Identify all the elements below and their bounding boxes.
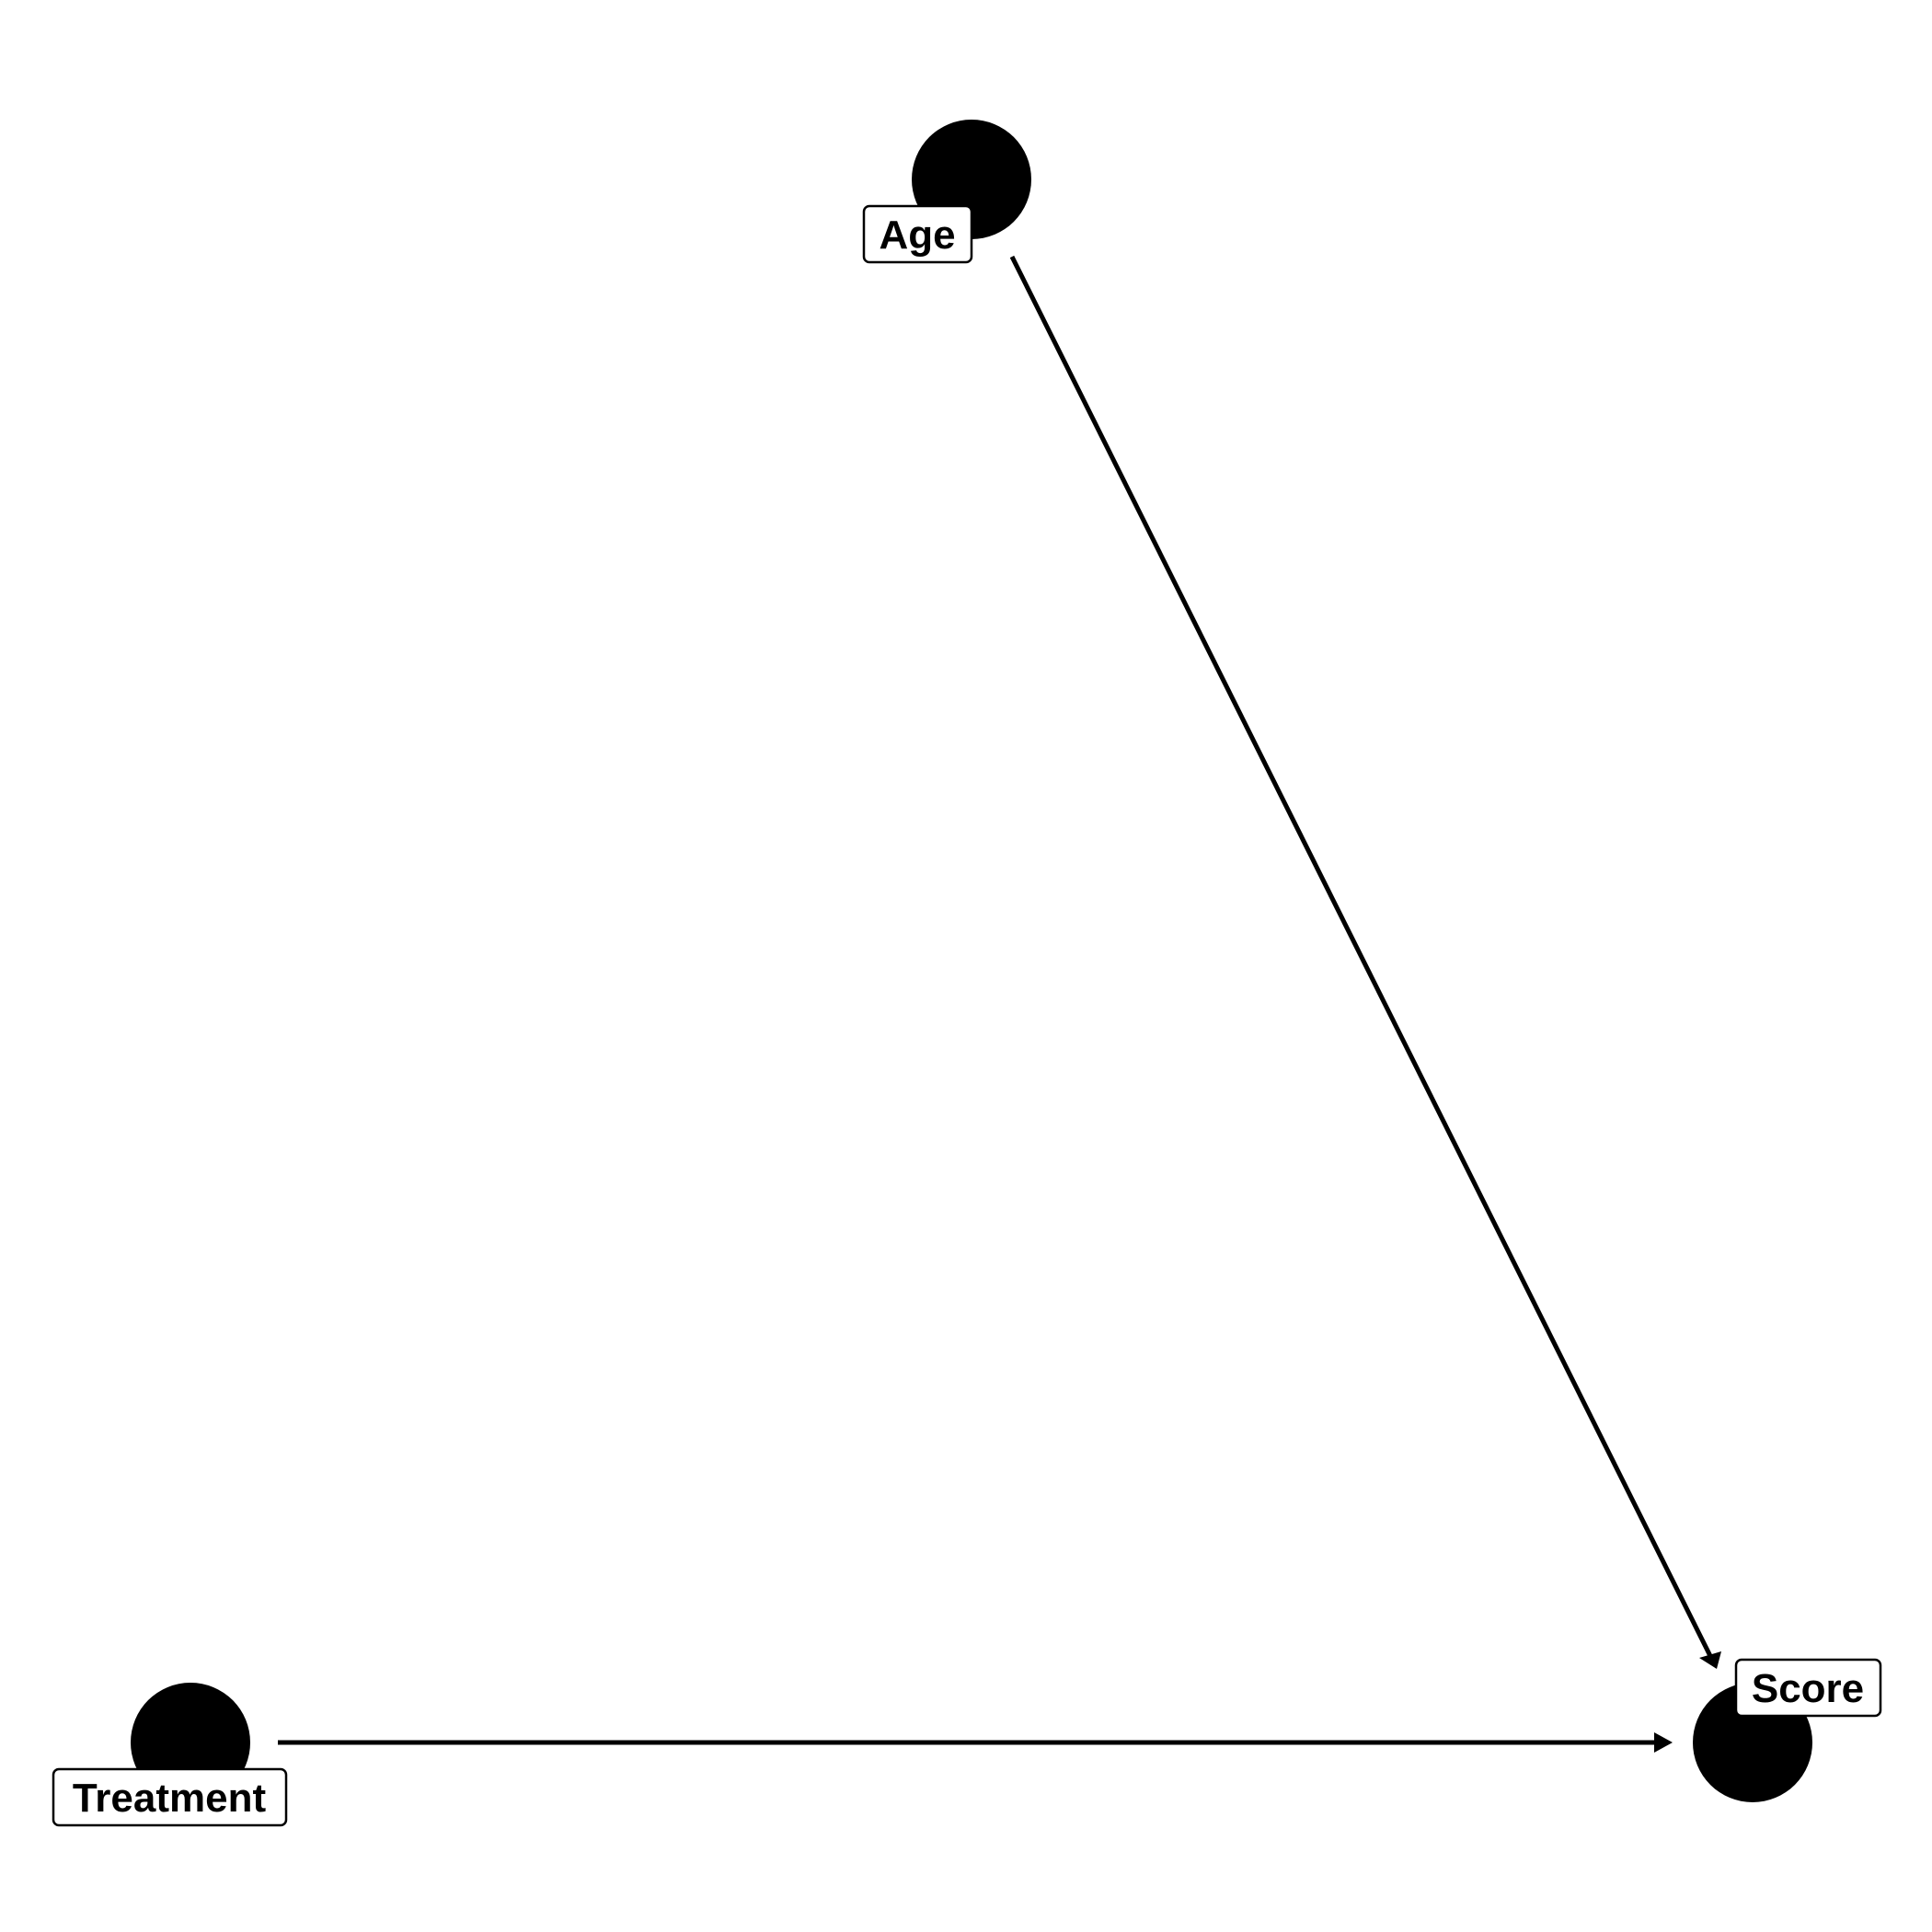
nodes [131, 120, 1812, 1802]
arrowhead-treatment-to-score [1654, 1732, 1673, 1753]
label-age-box [862, 204, 973, 264]
label-age: Age [862, 204, 973, 264]
label-score-box [1734, 1658, 1882, 1718]
label-score-text: Score [1752, 1666, 1864, 1711]
edges [278, 255, 1721, 1753]
edge-age-to-score [1009, 255, 1713, 1658]
arrowhead-age-to-score [1699, 1651, 1721, 1669]
label-age-text: Age [879, 213, 955, 258]
label-treatment-box [52, 1767, 288, 1827]
label-score: Score [1734, 1658, 1882, 1718]
labels: Age Treatment Score [52, 204, 1882, 1827]
label-treatment: Treatment [52, 1767, 288, 1827]
label-treatment-text: Treatment [73, 1776, 267, 1821]
